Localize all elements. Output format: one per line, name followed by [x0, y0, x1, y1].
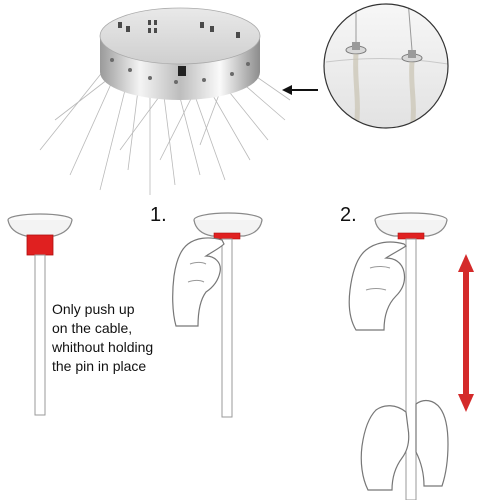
instruction-line: on the cable,	[52, 320, 133, 336]
instruction-line: Only push up	[52, 301, 135, 317]
instruction-line: whithout holding	[52, 339, 154, 355]
instruction-line: the pin in place	[52, 358, 147, 374]
instruction-note: Only push up on the cable, whithout hold…	[52, 300, 182, 376]
step-2-label: 2.	[340, 204, 357, 226]
step-1-label: 1.	[150, 204, 167, 226]
